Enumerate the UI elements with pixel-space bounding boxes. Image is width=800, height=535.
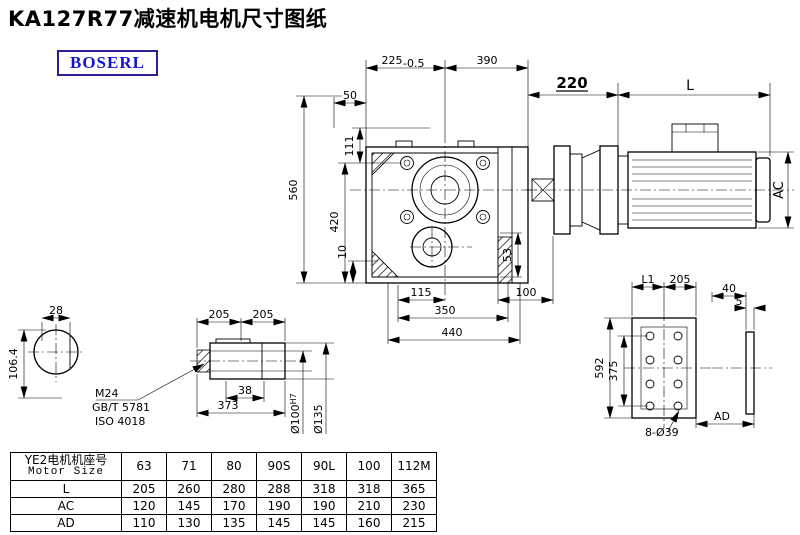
dim-205-side: 205: [670, 273, 691, 286]
motor-cooling-fins: [632, 159, 752, 221]
table-row-AC: AC 120 145 170 190 190 210 230: [10, 497, 437, 515]
terminal-box: [671, 123, 719, 153]
dim-225: 225: [382, 54, 403, 67]
table-cell: 288: [256, 480, 302, 498]
table-cell: 135: [211, 514, 257, 532]
row-label-AC: AC: [10, 497, 122, 515]
dim-205-left: 205: [209, 308, 230, 321]
table-cell: 230: [391, 497, 437, 515]
dim-220: 220: [556, 74, 587, 92]
dim-5: 5: [736, 295, 743, 308]
table-header-cn: YE2电机机座号: [24, 453, 108, 468]
table-size-col: 63: [121, 452, 167, 481]
dim-440: 440: [442, 326, 463, 339]
table-cell: 210: [346, 497, 392, 515]
label-iso-standard: ISO 4018: [95, 415, 145, 428]
boserl-logo: BOSERL: [57, 50, 158, 76]
dim-dia135: Ø135: [312, 404, 325, 434]
dim-205-right: 205: [253, 308, 274, 321]
dim-motor-length-L: L: [686, 78, 694, 94]
dim-38: 38: [238, 384, 252, 397]
row-label-AD: AD: [10, 514, 122, 532]
table-cell: 280: [211, 480, 257, 498]
table-size-col: 90L: [301, 452, 347, 481]
table-cell: 260: [166, 480, 212, 498]
dim-350: 350: [435, 304, 456, 317]
shaft-section-view: 28 106.4: [7, 304, 84, 399]
front-view-housing: [350, 132, 542, 302]
dim-592: 592: [593, 358, 606, 379]
table-size-col: 90S: [256, 452, 302, 481]
table-cell: 318: [301, 480, 347, 498]
table-cell: 205: [121, 480, 167, 498]
table-row-L: L 205 260 280 288 318 318 365: [10, 480, 437, 498]
table-cell: 145: [166, 497, 212, 515]
dim-AD: AD: [714, 410, 730, 423]
page-title: KA127R77减速机电机尺寸图纸: [8, 7, 328, 31]
table-cell: 190: [256, 497, 302, 515]
dim-390: 390: [477, 54, 498, 67]
table-cell: 130: [166, 514, 212, 532]
table-cell: 110: [121, 514, 167, 532]
dim-L1: L1: [641, 273, 654, 286]
shaft-detail-view: 205 205 38 373 M24 GB/T 5781 ISO 4018 Ø1…: [92, 308, 334, 434]
table-cell: 145: [256, 514, 302, 532]
table-cell: 215: [391, 514, 437, 532]
table-cell: 318: [346, 480, 392, 498]
motor-size-table: YE2电机机座号 Motor Size 63 71 80 90S 90L 100…: [10, 452, 437, 532]
table-cell: 160: [346, 514, 392, 532]
shaft-key: [215, 338, 251, 344]
dim-111: 111: [343, 136, 356, 157]
bottom-dimensions: 115 100 53 350 440: [387, 232, 554, 344]
motor-assembly: [526, 123, 794, 235]
left-dimensions: 560 420 111 10: [287, 95, 430, 284]
label-8-holes: 8-Ø39: [645, 426, 679, 439]
dim-106-4: 106.4: [7, 348, 20, 380]
table-cell: 120: [121, 497, 167, 515]
ac-dimension: AC: [758, 151, 794, 229]
flange-edge: [745, 331, 755, 415]
dim-dia100: Ø100H7: [289, 393, 302, 434]
dim-225-tolerance: -0.5: [403, 57, 424, 70]
dim-10: 10: [336, 245, 349, 259]
row-label-L: L: [10, 480, 122, 498]
side-flange-view: L1 205 40 5 592 375 AD 8-Ø39: [593, 273, 772, 439]
table-size-col: 80: [211, 452, 257, 481]
dim-50: 50: [343, 89, 357, 102]
table-cell: 145: [301, 514, 347, 532]
dim-100: 100: [516, 286, 537, 299]
label-gb-standard: GB/T 5781: [92, 401, 150, 414]
table-cell: 170: [211, 497, 257, 515]
dim-AC: AC: [772, 181, 787, 199]
dim-115: 115: [411, 286, 432, 299]
table-size-col: 100: [346, 452, 392, 481]
dim-420: 420: [328, 212, 341, 233]
label-m24: M24: [95, 387, 119, 400]
table-size-col: 112M: [391, 452, 437, 481]
dim-375: 375: [607, 361, 620, 382]
top-dimensions: 225 -0.5 390 50 220 L: [333, 54, 771, 156]
dim-373: 373: [218, 399, 239, 412]
table-cell: 190: [301, 497, 347, 515]
dim-28: 28: [49, 304, 63, 317]
table-header-motor-size: YE2电机机座号 Motor Size: [10, 452, 122, 481]
dim-40: 40: [722, 282, 736, 295]
dim-560: 560: [287, 180, 300, 201]
dim-53: 53: [501, 248, 514, 262]
table-row-AD: AD 110 130 135 145 145 160 215: [10, 514, 437, 532]
table-cell: 365: [391, 480, 437, 498]
table-size-col: 71: [166, 452, 212, 481]
table-header-en: Motor Size: [27, 466, 104, 479]
